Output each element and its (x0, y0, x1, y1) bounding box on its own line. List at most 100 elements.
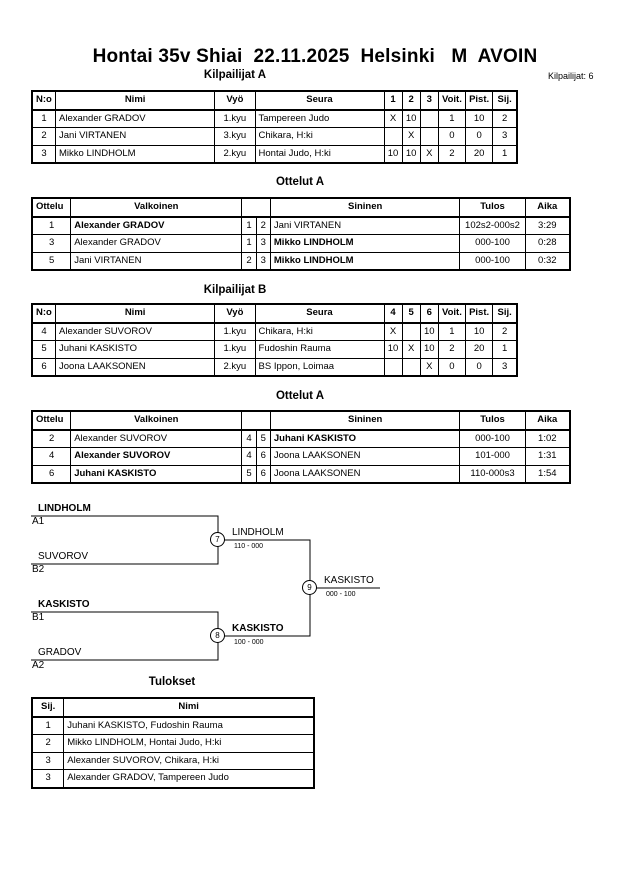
cell-match: 5 (31, 251, 72, 271)
pool-b-header-row: N:o Nimi Vyö Seura 4 5 6 Voit. Pist. Sij… (31, 303, 518, 324)
col-header-belt: Vyö (214, 90, 256, 111)
cell-result: 000-100 (459, 251, 526, 271)
table-row: 5 Juhani KASKISTO 1.kyu Fudoshin Rauma 1… (31, 340, 518, 359)
matches-a-table: Ottelu Valkoinen Sininen Tulos Aika 1 Al… (31, 197, 571, 271)
final-match-number: 9 (302, 580, 317, 595)
cell-score: X (383, 322, 403, 341)
col-header-name: Nimi (63, 697, 315, 718)
col-header-place: Sij. (31, 697, 65, 718)
cell-belt: 1.kyu (214, 322, 256, 341)
cell-result: 110-000s3 (459, 464, 526, 484)
cell-name: Juhani KASKISTO, Fudoshin Rauma (63, 716, 315, 735)
cell-time: 1:54 (524, 464, 571, 484)
col-header-wins: Voit. (437, 303, 466, 324)
cell-club: Chikara, H:ki (254, 322, 385, 341)
pool-b-table: N:o Nimi Vyö Seura 4 5 6 Voit. Pist. Sij… (31, 303, 518, 377)
cell-no: 1 (31, 109, 56, 128)
sf1-winner-line (218, 539, 311, 588)
matches-b-header-row: Ottelu Valkoinen Sininen Tulos Aika (31, 410, 571, 431)
cell-result: 102s2-000s2 (459, 216, 526, 235)
pool-a-title: Kilpailijat A (203, 69, 267, 81)
cell-time: 0:32 (524, 251, 571, 271)
cell-place: 3 (31, 769, 65, 788)
cell-name: Alexander SUVOROV, Chikara, H:ki (63, 751, 315, 770)
sf1-score: 110 - 000 (234, 543, 264, 550)
final-winner-name: KASKISTO (324, 575, 374, 586)
cell-score: 10 (419, 322, 439, 341)
cell-match: 6 (31, 464, 72, 484)
sf2-match-number: 8 (210, 628, 225, 643)
col-header-place: Sij. (492, 90, 518, 111)
cell-score: X (419, 357, 439, 377)
cell-blue-id: 3 (255, 251, 271, 271)
pool-b-title: Kilpailijat B (203, 284, 267, 296)
cell-place: 1 (492, 144, 518, 164)
col-header-opp6: 6 (419, 303, 439, 324)
table-row: 1 Alexander GRADOV 1.kyu Tampereen Judo … (31, 109, 518, 128)
cell-score: X (419, 144, 439, 164)
col-header-belt: Vyö (214, 303, 256, 324)
cell-score: X (383, 109, 403, 128)
col-header-place: Sij. (492, 303, 518, 324)
col-header-opp3: 3 (419, 90, 439, 111)
sf2-bottom-seed: A2 (32, 660, 45, 671)
col-header-time: Aika (524, 197, 571, 218)
pool-a-header-row: N:o Nimi Vyö Seura 1 2 3 Voit. Pist. Sij… (31, 90, 518, 111)
sf1-bottom-name: SUVOROV (38, 551, 89, 562)
table-row: 3 Alexander SUVOROV, Chikara, H:ki (31, 751, 315, 770)
table-row: 6 Juhani KASKISTO 5 6 Joona LAAKSONEN 11… (31, 464, 571, 484)
results-title: Tulokset (148, 676, 196, 688)
col-header-result: Tulos (459, 410, 526, 431)
col-header-white: Valkoinen (70, 410, 243, 431)
table-row: 5 Jani VIRTANEN 2 3 Mikko LINDHOLM 000-1… (31, 251, 571, 271)
col-header-match: Ottelu (31, 197, 72, 218)
cell-name: Mikko LINDHOLM (54, 144, 216, 164)
cell-blue-id: 2 (255, 216, 271, 235)
col-header-match: Ottelu (31, 410, 72, 431)
cell-place: 3 (31, 751, 65, 770)
results-table: Sij. Nimi 1 Juhani KASKISTO, Fudoshin Ra… (31, 697, 315, 789)
cell-blue: Jani VIRTANEN (269, 216, 461, 235)
cell-place: 2 (492, 322, 518, 341)
table-row: 4 Alexander SUVOROV 1.kyu Chikara, H:ki … (31, 322, 518, 341)
cell-result: 000-100 (459, 429, 526, 448)
results-header-row: Sij. Nimi (31, 697, 315, 718)
cell-score (419, 109, 439, 128)
sf2-bottom-name: GRADOV (38, 647, 82, 658)
col-header-club: Seura (254, 90, 385, 111)
cell-belt: 2.kyu (214, 357, 256, 377)
competitors-count: Kilpailijat: 6 (548, 71, 594, 81)
pool-a-table: N:o Nimi Vyö Seura 1 2 3 Voit. Pist. Sij… (31, 90, 518, 164)
cell-white: Alexander SUVOROV (70, 429, 243, 448)
cell-place: 2 (31, 734, 65, 753)
cell-belt: 1.kyu (214, 109, 256, 128)
table-row: 1 Juhani KASKISTO, Fudoshin Rauma (31, 716, 315, 735)
sf2-winner-name: KASKISTO (232, 623, 284, 634)
cell-name: Alexander GRADOV, Tampereen Judo (63, 769, 315, 788)
table-row: 2 Mikko LINDHOLM, Hontai Judo, H:ki (31, 734, 315, 753)
table-row: 3 Mikko LINDHOLM 2.kyu Hontai Judo, H:ki… (31, 144, 518, 164)
table-row: 6 Joona LAAKSONEN 2.kyu BS Ippon, Loimaa… (31, 357, 518, 377)
sf1-top-seed: A1 (32, 516, 45, 527)
cell-place: 2 (492, 109, 518, 128)
sf1-winner-name: LINDHOLM (232, 527, 284, 538)
sf2-top-name: KASKISTO (38, 599, 90, 610)
col-header-time: Aika (524, 410, 571, 431)
final-score: 000 - 100 (326, 591, 356, 598)
cell-name: Mikko LINDHOLM, Hontai Judo, H:ki (63, 734, 315, 753)
cell-time: 3:29 (524, 216, 571, 235)
matches-a-header-row: Ottelu Valkoinen Sininen Tulos Aika (31, 197, 571, 218)
cell-score: 10 (383, 144, 403, 164)
cell-name: Alexander SUVOROV (54, 322, 216, 341)
sf2-top-seed: B1 (32, 612, 45, 623)
cell-blue-id: 6 (255, 464, 271, 484)
cell-blue: Mikko LINDHOLM (269, 251, 461, 271)
cell-place: 3 (492, 357, 518, 377)
page-title: Hontai 35v Shiai 22.11.2025 Helsinki M A… (92, 46, 538, 67)
matches-a-title: Ottelut A (275, 176, 325, 188)
col-header-white: Valkoinen (70, 197, 243, 218)
cell-club: Tampereen Judo (254, 109, 385, 128)
matches-b-table: Ottelu Valkoinen Sininen Tulos Aika 2 Al… (31, 410, 571, 484)
cell-belt: 1.kyu (214, 340, 256, 359)
table-row: 2 Alexander SUVOROV 4 5 Juhani KASKISTO … (31, 429, 571, 448)
